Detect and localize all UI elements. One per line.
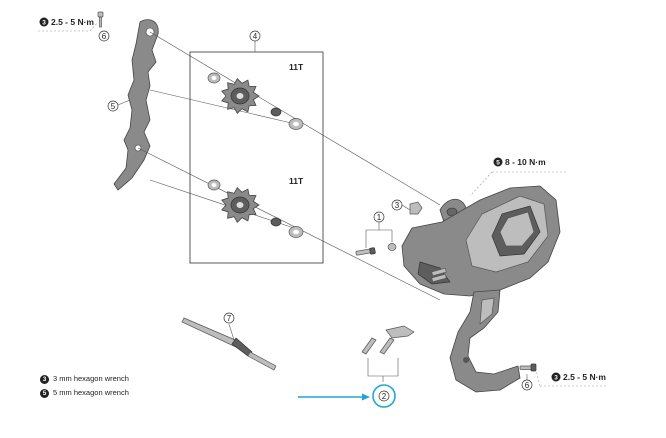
callout-7-label: 7 — [227, 314, 232, 323]
legend-item-5mm: 5 5 mm hexagon wrench — [40, 388, 129, 398]
callout-4-label: 4 — [253, 32, 258, 41]
derailleur-body — [401, 185, 561, 393]
svg-text:3: 3 — [554, 375, 558, 382]
callout-2 — [378, 390, 390, 402]
pulley-tool — [181, 317, 277, 371]
inner-plate — [113, 19, 159, 191]
tool-badge: 3 — [40, 374, 49, 384]
callout-6-bottom-label: 6 — [525, 381, 530, 390]
callout-1 — [373, 211, 385, 223]
torque-label-top-left: 3 2.5 - 5 N·m — [38, 17, 99, 32]
legend-text: 3 mm hexagon wrench — [53, 374, 129, 383]
callout-6-top — [98, 30, 110, 42]
washer-small — [387, 243, 397, 251]
callout-3 — [391, 199, 403, 211]
leader-3 — [401, 204, 411, 211]
callout-7 — [223, 312, 235, 324]
bolt-bottom — [519, 363, 537, 372]
legend-item-3mm: 3 3 mm hexagon wrench — [40, 374, 129, 384]
callout-5 — [107, 100, 119, 112]
callout-5-label: 5 — [111, 102, 116, 111]
fixing-bolts — [361, 325, 415, 355]
cap-bolt — [409, 201, 423, 215]
upper-pulley-teeth: 11T — [289, 62, 304, 72]
leader-5 — [117, 99, 131, 106]
tool-badge-number: 3 — [42, 20, 46, 27]
callout-4 — [249, 30, 261, 42]
svg-text:5: 5 — [496, 160, 500, 167]
bracket-2 — [367, 358, 399, 382]
callout-3-label: 3 — [395, 201, 400, 210]
bracket-1 — [365, 229, 393, 248]
callout-1-label: 1 — [377, 213, 382, 222]
pulley-kit-box — [189, 51, 324, 264]
torque-value-mount: 8 - 10 N·m — [505, 157, 546, 167]
tool-badge: 5 — [40, 388, 49, 398]
lower-pulley — [207, 179, 304, 238]
lower-pulley-teeth: 11T — [289, 176, 304, 186]
tool-badge — [39, 17, 49, 27]
highlight-arrow-head — [362, 393, 370, 401]
torque-value: 2.5 - 5 N·m — [51, 17, 94, 27]
callout-2-label: 2 — [382, 392, 387, 401]
alignment-lines — [137, 31, 441, 301]
upper-pulley — [207, 72, 304, 130]
torque-label-mount: 5 8 - 10 N·m — [469, 157, 566, 197]
bolt-top — [97, 11, 104, 28]
callout-6-top-label: 6 — [102, 32, 107, 41]
b-tension-bolt — [355, 247, 376, 256]
torque-leader — [38, 21, 99, 32]
torque-value-bottom: 2.5 - 5 N·m — [563, 372, 606, 382]
legend-text: 5 mm hexagon wrench — [53, 388, 129, 397]
torque-label-bottom-right: 3 2.5 - 5 N·m — [535, 369, 606, 387]
callout-6-bottom — [521, 379, 533, 391]
leader-7 — [228, 323, 235, 341]
